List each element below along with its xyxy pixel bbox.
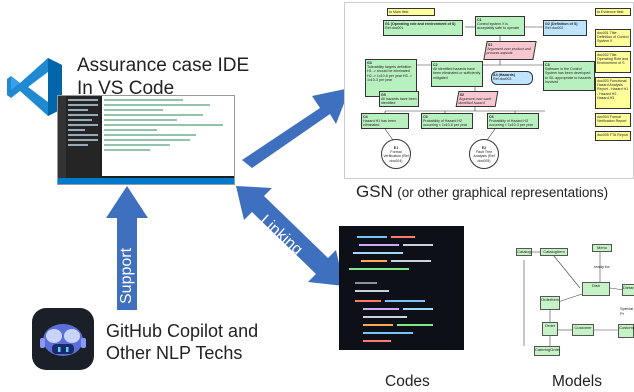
uml-connectors bbox=[523, 251, 625, 346]
gsn-caption-sub: (or other graphical representations) bbox=[397, 185, 609, 200]
gsn-right-note: to Evidence field bbox=[595, 8, 631, 16]
gsn-s1-text: Argument over product and process aspect… bbox=[486, 47, 532, 56]
gsn-g5-id: G5 bbox=[381, 93, 386, 97]
gsn-c2-id: C2 bbox=[433, 63, 438, 67]
gsn-c1-id: C1 bbox=[477, 18, 482, 22]
uml-class-orderitem: OrderItem bbox=[540, 296, 560, 310]
gsn-c6-text: Probability of Hazard H3 occurring < 1x1… bbox=[489, 119, 534, 128]
uml-class-menu: Menu bbox=[592, 244, 612, 252]
linking-arrow bbox=[236, 186, 344, 286]
gsn-g3-id: G3 bbox=[367, 61, 372, 65]
gsn-doc-note-5: doc005 FTA Report bbox=[595, 131, 631, 141]
vscode-logo-icon bbox=[7, 58, 62, 116]
gsn-g2-ref: Ref doc002 bbox=[545, 26, 564, 31]
gsn-e2-text: Fault Tree Analysis (Ref doc005) bbox=[473, 150, 495, 163]
gsn-a4-ref: Ref doc003 bbox=[493, 77, 512, 82]
uml-class-customer-2: Customer bbox=[618, 324, 634, 338]
uml-label-readyfor: ready for bbox=[594, 264, 610, 269]
gsn-e1-text: Formal Verification (Ref doc004) bbox=[383, 150, 409, 163]
copilot-line2: Other NLP Techs bbox=[106, 343, 243, 363]
gsn-g5-text: All hazards have been identified bbox=[381, 97, 417, 106]
gsn-c3-text: Software in the Control System has been … bbox=[545, 67, 592, 84]
support-arrow bbox=[106, 186, 148, 310]
gsn-c5-text: Probability of Hazard H2 occurring < 1x1… bbox=[423, 119, 468, 128]
gsn-doc-note-3: doc003 Functional Hazard Analysis Report… bbox=[595, 77, 631, 109]
gsn-doc-note-2: doc002 Title: Operating Role and Environ… bbox=[595, 51, 631, 73]
ide-title-line1: Assurance case IDE bbox=[77, 55, 250, 76]
codes-caption: Codes bbox=[385, 373, 430, 390]
uml-class-catalogitem: CatalogItem bbox=[540, 248, 568, 256]
code-screenshot bbox=[339, 226, 464, 350]
uml-class-dish: Dish bbox=[582, 282, 610, 296]
gsn-c4-id: C4 bbox=[363, 115, 368, 119]
support-label: Support bbox=[118, 247, 135, 304]
uml-class-dietary: Dietary bbox=[622, 284, 634, 296]
uml-model-diagram: Catalog CatalogItem Menu Dish OrderItem … bbox=[494, 238, 634, 356]
ide-screenshot bbox=[57, 95, 235, 185]
gsn-c4-text: Hazard H1 has been eliminated bbox=[363, 119, 396, 128]
gsn-caption-main: GSN bbox=[356, 182, 393, 201]
gsn-c2-text: All identified hazards have been elimina… bbox=[433, 67, 481, 80]
uml-label-special: Special Pr bbox=[620, 306, 634, 316]
gsn-a4-title: A4 (Hazards) bbox=[493, 73, 515, 77]
gsn-g1-title: G1 (Operating role and environment of S) bbox=[385, 22, 456, 26]
ide-title-line2: In VS Code bbox=[77, 78, 175, 99]
gsn-g1-ref: Ref doc001 bbox=[385, 26, 404, 31]
gsn-s2-text: Argument over each identified hazard bbox=[457, 97, 492, 106]
gsn-node-a4: A4 (Hazards)Ref doc003 bbox=[491, 71, 533, 85]
gsn-g3-text: Tolerability targets definition H1 -> sh… bbox=[367, 65, 412, 82]
gsn-c3-id: C3 bbox=[545, 63, 550, 67]
gsn-c1-text: Control system X is acceptably safe to o… bbox=[477, 22, 520, 31]
gsn-top-note: to Main field bbox=[387, 8, 435, 16]
copilot-line1: GitHub Copilot and bbox=[106, 321, 259, 341]
generate-arrow bbox=[242, 88, 350, 168]
gsn-diagram: to Main field G1 (Operating role and env… bbox=[344, 2, 634, 179]
gsn-node-g1: G1 (Operating role and environment of S)… bbox=[383, 20, 463, 36]
uml-class-customer: Customer bbox=[572, 324, 594, 336]
gsn-caption: GSN (or other graphical representations) bbox=[356, 182, 608, 202]
gsn-g2-title: G2 (Definition of S) bbox=[545, 22, 578, 26]
uml-class-catalog: Catalog bbox=[516, 248, 532, 256]
uml-class-cateringorder: CateringOrder bbox=[534, 346, 560, 356]
copilot-caption: GitHub Copilot and Other NLP Techs bbox=[106, 320, 258, 364]
gsn-node-g2: G2 (Definition of S)Ref doc002 bbox=[543, 20, 587, 36]
gsn-c5-id: C5 bbox=[423, 115, 428, 119]
gsn-e1-id: E1 bbox=[393, 146, 399, 150]
gsn-doc-note-4: doc004 Formal Verification Report bbox=[595, 113, 631, 127]
ide-title: Assurance case IDE In VS Code bbox=[77, 54, 249, 100]
uml-class-order: Order bbox=[542, 322, 558, 336]
gsn-e2-id: E2 bbox=[481, 146, 487, 150]
gsn-c6-id: C6 bbox=[489, 115, 494, 119]
gsn-doc-note-1: doc001 Title: Definition of Control Syst… bbox=[595, 29, 631, 47]
copilot-icon bbox=[32, 308, 94, 370]
models-caption: Models bbox=[552, 373, 602, 390]
